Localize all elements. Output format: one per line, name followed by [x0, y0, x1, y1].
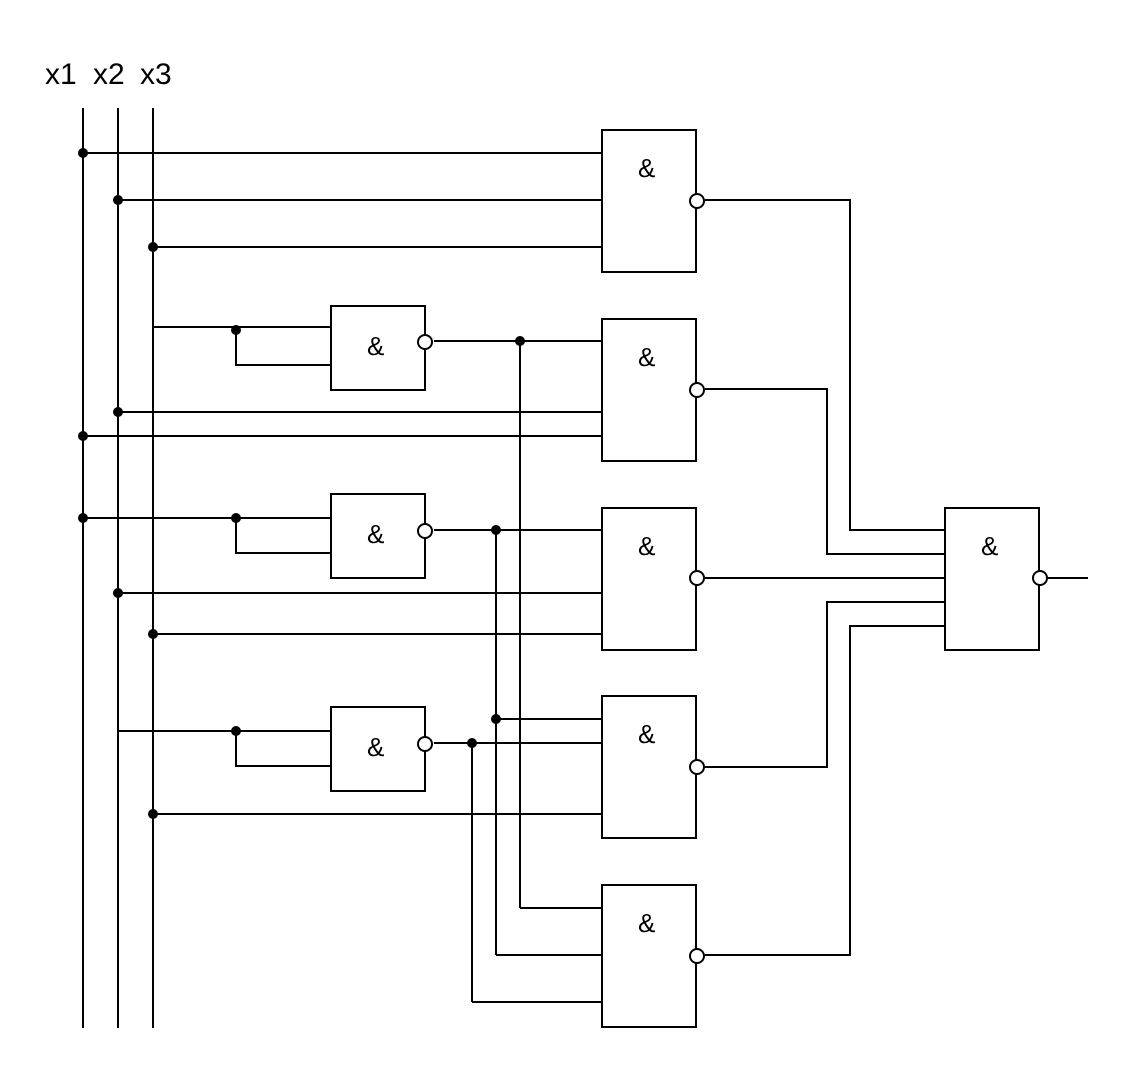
wire [235, 327, 331, 366]
junction-dot [148, 242, 158, 252]
junction-dot [231, 513, 241, 523]
input-label-x2: x2 [93, 58, 125, 91]
gate-symbol: & [981, 531, 998, 561]
gate-symbol: & [367, 331, 384, 361]
inversion-bubble [689, 382, 705, 398]
junction-dot [491, 525, 501, 535]
junction-dot [515, 336, 525, 346]
nand-gate-5 [601, 884, 697, 1028]
junction-dot [491, 714, 501, 724]
nand-gate-4 [601, 695, 697, 839]
junction-dot [113, 407, 123, 417]
inversion-bubble [417, 523, 433, 539]
inversion-bubble [689, 948, 705, 964]
inversion-bubble [417, 736, 433, 752]
gate-symbol: & [638, 153, 655, 183]
wire-out-5 [705, 625, 945, 956]
gate-symbol: & [367, 732, 384, 762]
junction-dot [78, 431, 88, 441]
inversion-bubble [689, 570, 705, 586]
wire [235, 518, 331, 554]
nand-gate-2 [601, 318, 697, 462]
junction-dot [231, 726, 241, 736]
nand-gate-3 [601, 507, 697, 651]
junction-dot [467, 738, 477, 748]
wire-out-4 [705, 601, 945, 768]
inversion-bubble [1032, 570, 1048, 586]
junctions [78, 148, 525, 819]
junction-dot [148, 629, 158, 639]
gate-symbol: & [638, 342, 655, 372]
junction-dot [78, 148, 88, 158]
inversion-bubble [417, 334, 433, 350]
gate-symbol: & [638, 531, 655, 561]
junction-dot [148, 809, 158, 819]
nand-gate-1 [601, 129, 697, 273]
input-label-x1: x1 [45, 58, 77, 91]
junction-dot [113, 195, 123, 205]
wire-out-2 [705, 388, 945, 555]
gate-symbol: & [638, 908, 655, 938]
nand-gate-inv-x1 [330, 493, 426, 579]
nand-gate-inv-x3 [330, 305, 426, 391]
junction-dot [78, 513, 88, 523]
wire-out-1 [705, 199, 945, 531]
inversion-bubble [689, 759, 705, 775]
input-label-x3: x3 [140, 58, 172, 91]
gate-symbol: & [638, 719, 655, 749]
inversion-bubble [689, 193, 705, 209]
junction-dot [113, 588, 123, 598]
nand-gate-inv-x2 [330, 706, 426, 792]
nand-gate-output [944, 507, 1040, 651]
gate-symbol: & [367, 519, 384, 549]
junction-dot [231, 325, 241, 335]
wire [235, 731, 331, 767]
